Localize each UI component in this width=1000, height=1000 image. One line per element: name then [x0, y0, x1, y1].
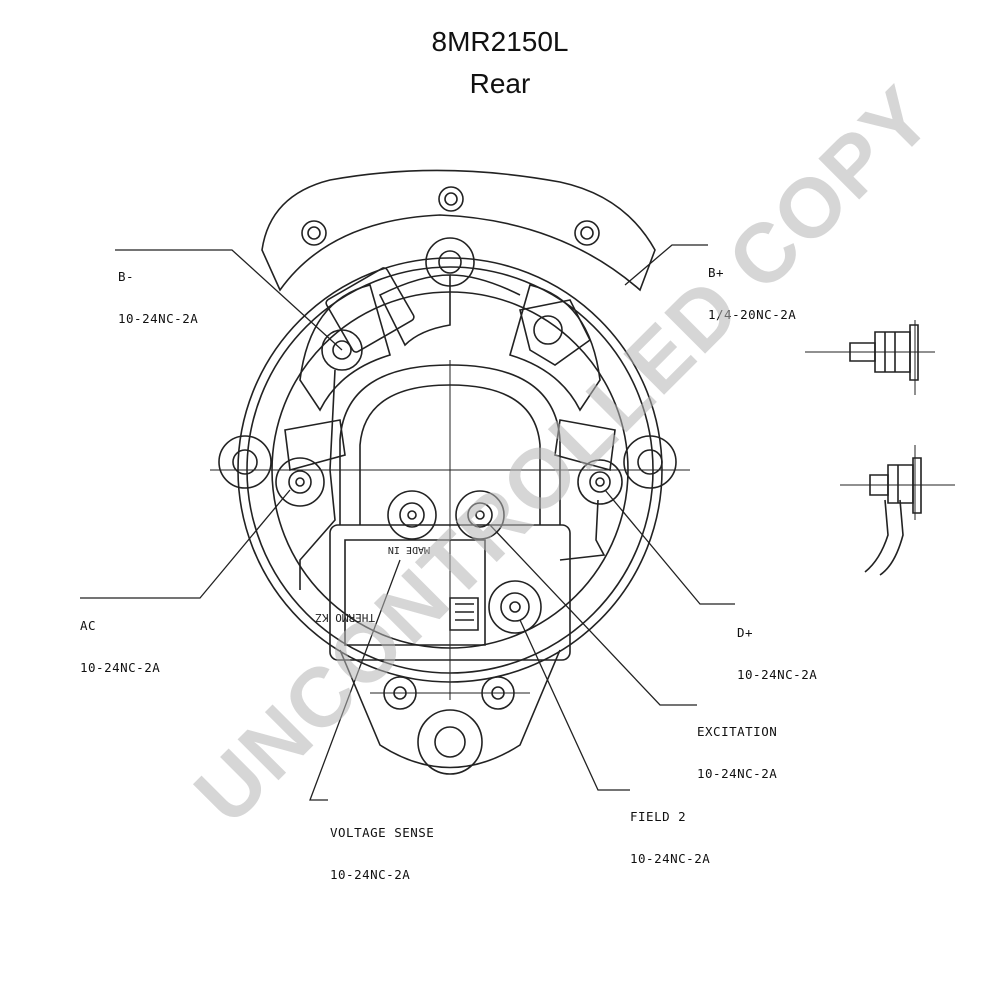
- label-ac: AC 10-24NC-2A: [80, 591, 160, 703]
- vent-slots: [285, 275, 615, 470]
- terminal-ac: [276, 458, 324, 506]
- label-excitation: EXCITATION 10-24NC-2A: [697, 697, 777, 809]
- label-voltage-sense-spec: 10-24NC-2A: [330, 867, 411, 882]
- side-detail-bottom: [840, 445, 955, 575]
- bottom-bosses: [370, 677, 530, 709]
- part-number-title: 8MR2150L: [431, 26, 569, 57]
- label-b-plus: B+ 1/4-20NC-2A: [708, 238, 796, 350]
- label-excitation-name: EXCITATION: [697, 724, 778, 739]
- mounting-ear-top: [262, 170, 655, 290]
- center-lines: [210, 360, 690, 700]
- terminal-d-plus: [560, 460, 622, 560]
- leader-lines: [80, 245, 735, 800]
- side-detail-top: [805, 320, 935, 395]
- label-field-2-name: FIELD 2: [630, 809, 687, 824]
- view-subtitle: Rear: [469, 68, 531, 99]
- terminal-b-plus: [520, 300, 590, 365]
- label-b-plus-spec: 1/4-20NC-2A: [708, 307, 797, 322]
- terminal-b-minus: [300, 267, 415, 590]
- terminal-left-center: [388, 491, 436, 539]
- label-d-plus: D+ 10-24NC-2A: [737, 598, 817, 710]
- label-d-plus-name: D+: [737, 625, 754, 640]
- label-voltage-sense: VOLTAGE SENSE 10-24NC-2A: [330, 798, 434, 910]
- label-b-minus-spec: 10-24NC-2A: [118, 311, 199, 326]
- label-d-plus-spec: 10-24NC-2A: [737, 667, 818, 682]
- label-field-2: FIELD 2 10-24NC-2A: [630, 782, 710, 894]
- label-ac-spec: 10-24NC-2A: [80, 660, 161, 675]
- label-b-minus: B- 10-24NC-2A: [118, 242, 198, 354]
- label-excitation-spec: 10-24NC-2A: [697, 766, 778, 781]
- label-b-plus-name: B+: [708, 265, 725, 280]
- terminal-excitation: [456, 491, 504, 539]
- label-field-2-spec: 10-24NC-2A: [630, 851, 711, 866]
- terminal-field-2: [489, 581, 541, 633]
- label-ac-name: AC: [80, 618, 97, 633]
- plate-made-in: MADE IN: [388, 544, 430, 555]
- label-b-minus-name: B-: [118, 269, 135, 284]
- plate-brand: THERMO KZ: [315, 611, 375, 624]
- label-voltage-sense-name: VOLTAGE SENSE: [330, 825, 435, 840]
